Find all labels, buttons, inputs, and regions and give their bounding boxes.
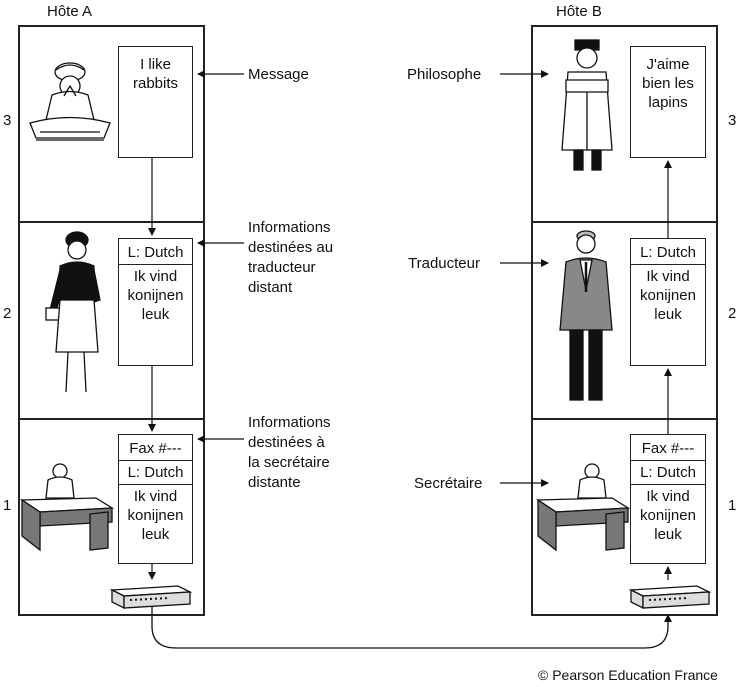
annotation-translator: Traducteur bbox=[408, 255, 480, 272]
doc-line: Ik vind bbox=[133, 488, 178, 505]
layer-number-1-left: 1 bbox=[3, 497, 12, 514]
annotation-line: Informations bbox=[248, 414, 331, 431]
annotation-secretary: Secrétaire bbox=[414, 475, 483, 492]
doc-line: leuk bbox=[654, 526, 682, 543]
secretary-desk-icon bbox=[19, 463, 115, 552]
doc-line: konijnen bbox=[640, 287, 696, 304]
secretary-desk-icon bbox=[535, 463, 631, 552]
annotation-philosopher: Philosophe bbox=[407, 66, 482, 83]
host-a-secretary-doc: Fax #--- L: Dutch Ik vind konijnen leuk bbox=[118, 434, 193, 564]
annotation-info-secretary: Informations destinées à la secrétaire d… bbox=[248, 413, 331, 493]
doc-line: leuk bbox=[654, 306, 682, 323]
layer-number-2-right: 2 bbox=[728, 305, 737, 322]
host-b-title: Hôte B bbox=[556, 3, 602, 20]
doc-line: J'aime bbox=[646, 56, 690, 73]
host-a-title: Hôte A bbox=[47, 3, 93, 20]
host-a-translator-doc: L: Dutch Ik vind konijnen leuk bbox=[118, 238, 193, 366]
host-b-message-doc: J'aime bien les lapins bbox=[630, 46, 706, 158]
annotation-line: distant bbox=[248, 279, 293, 296]
layer-number-1-right: 1 bbox=[728, 497, 737, 514]
annotation-line: la secrétaire bbox=[248, 454, 330, 471]
doc-line: leuk bbox=[141, 526, 170, 543]
host-b-secretary-doc: Fax #--- L: Dutch Ik vind konijnen leuk bbox=[630, 434, 706, 564]
host-a-message-doc: I like rabbits bbox=[118, 46, 193, 158]
modem-icon bbox=[109, 585, 193, 610]
annotation-line: Informations bbox=[248, 219, 331, 236]
doc-line: konijnen bbox=[127, 507, 184, 524]
doc-line: lapins bbox=[648, 94, 688, 111]
copyright-credit: © Pearson Education France bbox=[538, 667, 718, 683]
doc-header: L: Dutch bbox=[119, 243, 192, 265]
doc-header: L: Dutch bbox=[631, 243, 705, 265]
man-translator-icon bbox=[559, 230, 613, 401]
woman-translator-icon bbox=[45, 231, 101, 393]
modem-icon bbox=[628, 585, 712, 610]
monk-icon bbox=[561, 39, 613, 171]
doc-fax: Fax #--- bbox=[631, 439, 705, 461]
physical-link bbox=[151, 606, 672, 649]
layer-number-3-right: 3 bbox=[728, 112, 737, 129]
doc-line: rabbits bbox=[132, 75, 179, 92]
doc-header: L: Dutch bbox=[631, 463, 705, 485]
doc-line: Ik vind bbox=[133, 268, 178, 285]
doc-line: I like bbox=[140, 56, 171, 73]
doc-line: leuk bbox=[141, 306, 170, 323]
doc-line: konijnen bbox=[127, 287, 184, 304]
host-b-translator-doc: L: Dutch Ik vind konijnen leuk bbox=[630, 238, 706, 366]
doc-line: Ik vind bbox=[646, 268, 690, 285]
doc-fax: Fax #--- bbox=[119, 439, 192, 461]
doc-header: L: Dutch bbox=[119, 463, 192, 485]
layer-number-2-left: 2 bbox=[3, 305, 12, 322]
philosopher-icon bbox=[29, 62, 111, 141]
doc-line: Ik vind bbox=[646, 488, 690, 505]
annotation-line: distante bbox=[248, 474, 301, 491]
annotation-message: Message bbox=[248, 66, 309, 83]
annotation-line: destinées à bbox=[248, 434, 325, 451]
annotation-line: traducteur bbox=[248, 259, 316, 276]
layer-number-3-left: 3 bbox=[3, 112, 12, 129]
annotation-line: destinées au bbox=[248, 239, 334, 256]
doc-line: konijnen bbox=[640, 507, 696, 524]
doc-line: bien les bbox=[642, 75, 694, 92]
annotation-info-translator: Informations destinées au traducteur dis… bbox=[248, 218, 333, 298]
